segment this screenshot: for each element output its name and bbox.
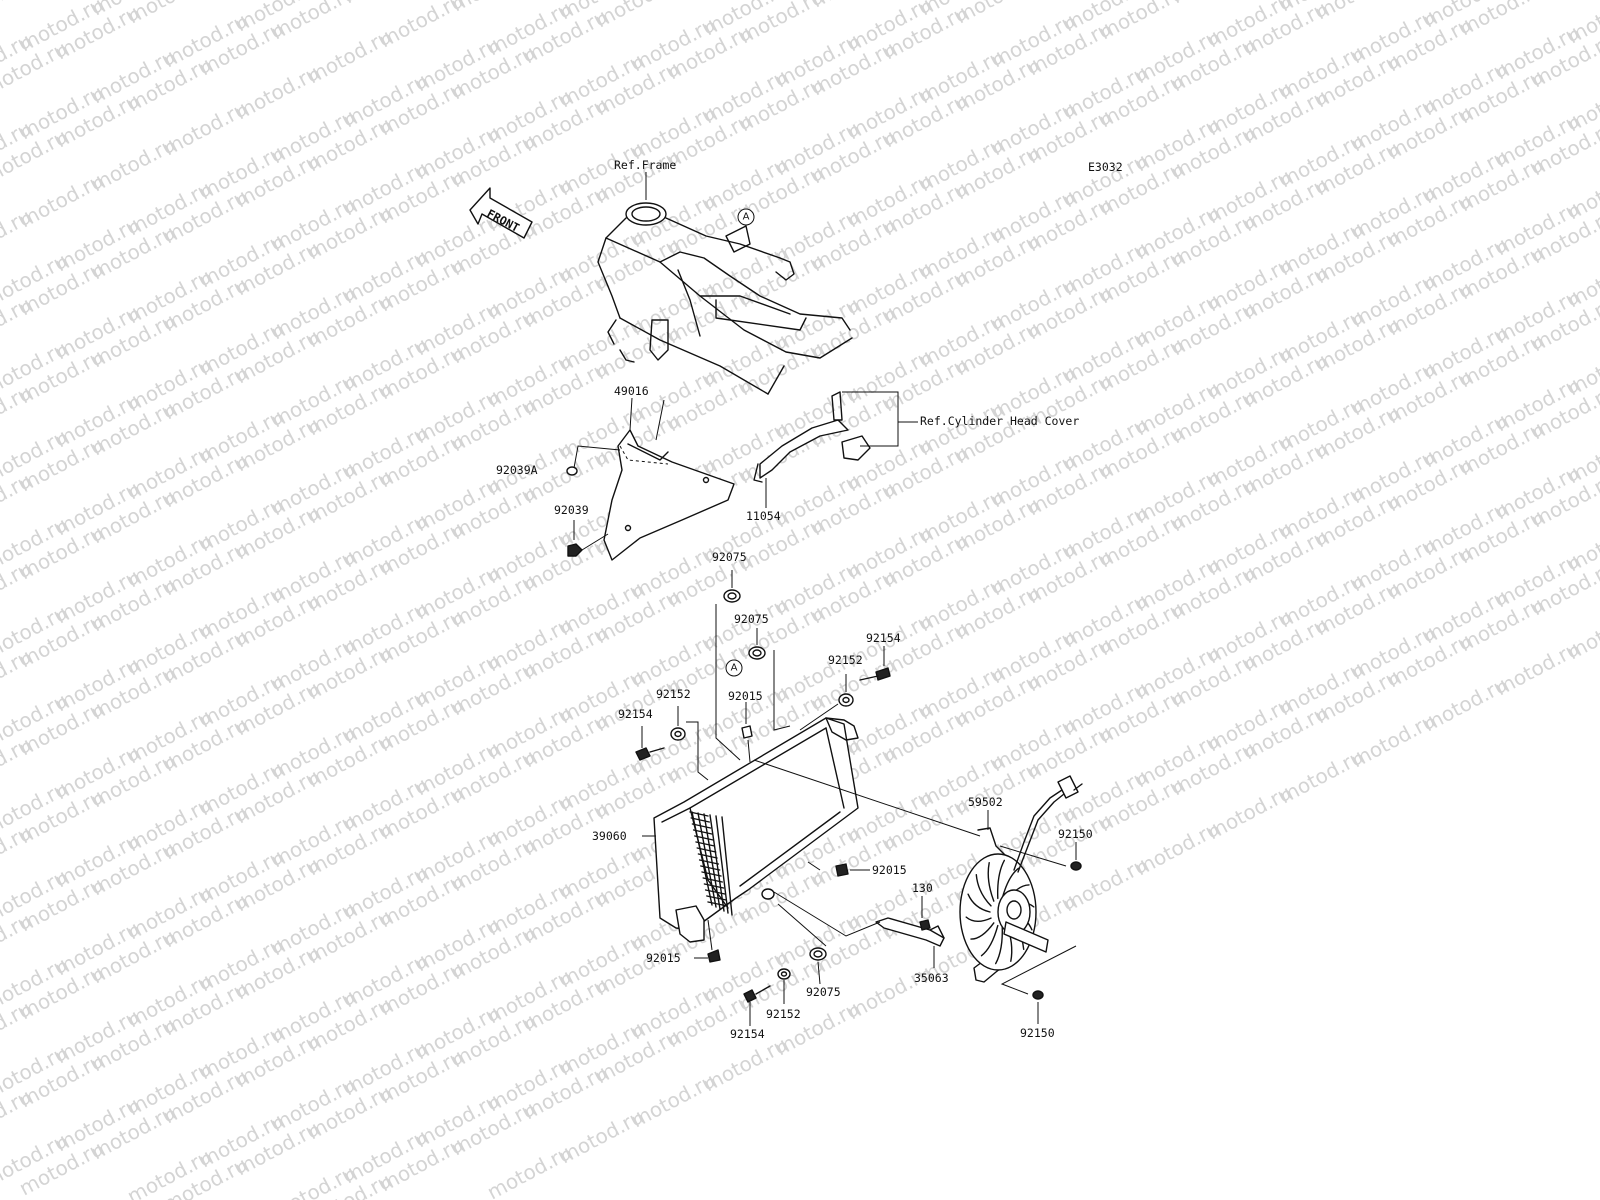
clip-92015-top: [741, 725, 753, 739]
nut-92150-bottom: [1032, 990, 1044, 1000]
bracket-35063: [875, 917, 945, 947]
watermark-text: motod.ru: [951, 0, 1043, 28]
label-92154-bottom: 92154: [730, 1027, 765, 1041]
label-35063: 35063: [914, 971, 949, 985]
callout-a-radiator-letter: A: [731, 663, 738, 674]
callout-a-frame: A: [737, 208, 755, 226]
ref-frame-label: Ref.Frame: [614, 158, 676, 172]
clip-92015-bottom: [707, 949, 721, 963]
watermark-text: motod.ru: [1563, 600, 1600, 664]
fan-blade: [995, 924, 1004, 965]
watermark-text: motod.ru: [1311, 0, 1403, 24]
fan-blade: [965, 916, 992, 922]
grommet-92075-mid: [748, 646, 766, 660]
ref-cylinder-head-cover-label: Ref.Cylinder Head Cover: [920, 414, 1079, 428]
nut-92150-top: [1070, 861, 1082, 871]
washer-92152-left: [670, 727, 686, 741]
radiator-core: [689, 811, 733, 916]
fan-blade: [987, 862, 995, 902]
fan-blade: [975, 874, 992, 907]
bolt-92154-right: [859, 667, 891, 681]
radiator-fin: [689, 811, 709, 817]
grommet-92075-top: [723, 589, 741, 603]
label-92152-bottom: 92152: [766, 1007, 801, 1021]
label-92150-bottom: 92150: [1020, 1026, 1055, 1040]
fan-59502: [959, 827, 1049, 983]
watermark-text: motod.ru: [123, 0, 215, 28]
label-92015-top: 92015: [728, 689, 763, 703]
fan-blade: [970, 922, 995, 940]
washer-92152-right: [838, 693, 854, 707]
callout-a-radiator: A: [725, 659, 743, 677]
fan-blade: [980, 924, 999, 957]
label-92075-mid: 92075: [734, 612, 769, 626]
label-11054: 11054: [746, 509, 781, 523]
label-92015-bottom: 92015: [646, 951, 681, 965]
watermark-text: motod.ru: [339, 0, 431, 8]
radiator-fin: [721, 816, 733, 916]
label-92075-bottom: 92075: [806, 985, 841, 999]
bolt-92154-bottom: [743, 985, 771, 1003]
bolt-92154-left: [635, 747, 665, 761]
label-49016: 49016: [614, 384, 649, 398]
radiator-fin: [691, 811, 713, 906]
label-92039: 92039: [554, 503, 589, 517]
label-92015-mid: 92015: [872, 863, 907, 877]
fan-connector: [1013, 775, 1083, 873]
label-92152-right: 92152: [828, 653, 863, 667]
part-130: [919, 919, 931, 931]
label-92154-left: 92154: [618, 707, 653, 721]
washer-92152-bottom: [777, 968, 791, 980]
grommet-92075-bottom: [809, 947, 827, 961]
label-92075-top: 92075: [712, 550, 747, 564]
fan-blade: [967, 893, 991, 913]
diagram-code: E3032: [1088, 160, 1123, 174]
radiator-fin: [690, 817, 710, 823]
fan-blade: [996, 859, 1005, 900]
label-92154-right: 92154: [866, 631, 901, 645]
clip-92015-mid: [835, 863, 849, 877]
label-39060: 39060: [592, 829, 627, 843]
label-130: 130: [912, 881, 933, 895]
part-92039: [567, 543, 583, 557]
watermark-text: motod.ru: [807, 0, 899, 12]
label-92039A: 92039A: [496, 463, 538, 477]
label-92152-left: 92152: [656, 687, 691, 701]
radiator-39060: [653, 717, 859, 943]
radiator-fin: [709, 814, 725, 912]
watermark-text: motod.ru: [1527, 0, 1600, 4]
callout-a-frame-letter: A: [743, 212, 750, 223]
radiator-fin: [703, 813, 721, 910]
shroud-49016: [603, 429, 735, 561]
label-59502: 59502: [968, 795, 1003, 809]
label-92150-top: 92150: [1058, 827, 1093, 841]
frame-assembly: [597, 202, 853, 395]
radiator-fin: [715, 815, 729, 914]
watermark-text: motod.ru: [1167, 0, 1259, 8]
grommet-radiator-lower: [761, 888, 775, 900]
bracket-11054: [753, 391, 871, 483]
watermark-text: motod.ru: [447, 0, 539, 16]
watermark-text: motod.ru: [591, 0, 683, 32]
part-92039A: [566, 466, 578, 476]
radiator-fin: [697, 812, 717, 908]
